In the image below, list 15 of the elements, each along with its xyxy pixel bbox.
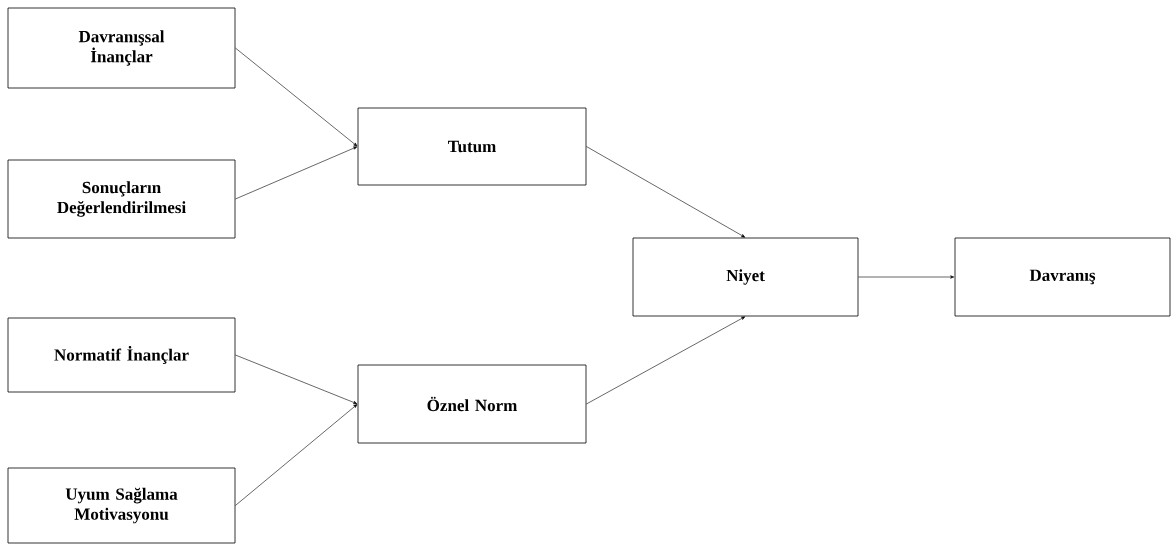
process-box: Normatif İnançlar <box>7 317 236 393</box>
arrow <box>858 275 955 279</box>
arrow <box>235 404 358 506</box>
arrow <box>586 316 746 405</box>
arrow <box>235 146 358 200</box>
process-box: Tutum <box>357 107 587 186</box>
process-box: Öznel Norm <box>357 364 587 444</box>
arrow <box>235 354 358 404</box>
process-box: Davranış <box>954 237 1171 317</box>
process-box: Davranışsal İnançlar <box>7 7 236 89</box>
arrow <box>235 47 358 147</box>
process-box: Uyum Sağlama Motivasyonu <box>7 467 236 544</box>
process-box: Niyet <box>632 237 859 317</box>
arrow <box>586 146 746 238</box>
process-box: Sonuçların Değerlendirilmesi <box>7 159 236 239</box>
